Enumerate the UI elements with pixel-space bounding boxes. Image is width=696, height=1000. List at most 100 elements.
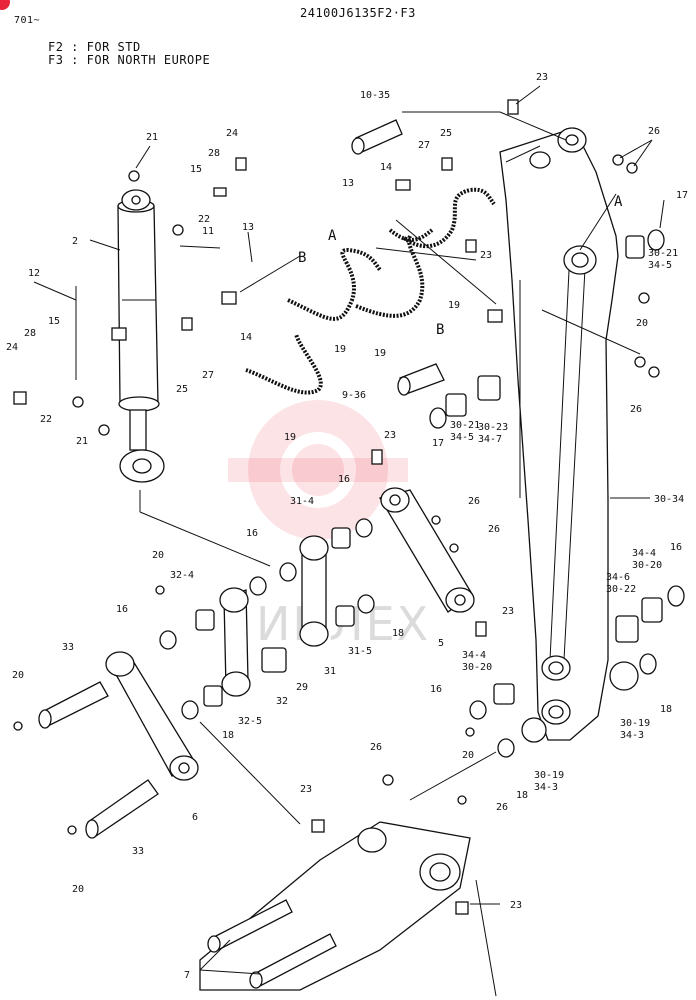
callout-18b: 18 <box>660 704 672 715</box>
callout-26c: 26 <box>468 496 480 507</box>
callout-34-3: 34-3 <box>620 730 644 741</box>
bucket-bracket-7 <box>199 821 471 991</box>
callout-20: 20 <box>636 318 648 329</box>
callout-30-21b: 30-21 <box>450 420 480 431</box>
callout-9-36: 9-36 <box>342 390 366 401</box>
callout-19b: 19 <box>334 344 346 355</box>
callout-30-19: 30-19 <box>620 718 650 729</box>
callout-23d: 23 <box>502 606 514 617</box>
callout-31: 31 <box>324 666 336 677</box>
serial-number: 701~ <box>14 15 41 26</box>
callout-34-4: 34-4 <box>632 548 656 559</box>
pin-9-36 <box>397 363 445 396</box>
callout-B2: B <box>436 322 444 338</box>
callout-31-4: 31-4 <box>290 496 314 507</box>
callout-18d: 18 <box>516 790 528 801</box>
callout-14b: 14 <box>240 332 252 343</box>
callout-34-6: 34-6 <box>606 572 630 583</box>
callout-23: 23 <box>536 72 548 83</box>
callout-16b: 16 <box>246 528 258 539</box>
callout-30-20b: 30-20 <box>462 662 492 673</box>
callout-19: 19 <box>448 300 460 311</box>
callout-26f: 26 <box>496 802 508 813</box>
cylinder-2 <box>111 189 165 483</box>
callout-30-22: 30-22 <box>606 584 636 595</box>
callout-2: 2 <box>72 236 78 247</box>
model-code: 24100J6135F2·F3 <box>300 6 416 20</box>
callout-12: 12 <box>28 268 40 279</box>
note-f3: F3 : FOR NORTH EUROPE <box>48 53 211 67</box>
link-31 <box>299 518 375 647</box>
callout-19d: 19 <box>284 432 296 443</box>
leader-lines <box>33 85 665 997</box>
callout-32-5: 32-5 <box>238 716 262 727</box>
callout-33b: 33 <box>132 846 144 857</box>
callout-29: 29 <box>296 682 308 693</box>
callout-32: 32 <box>276 696 288 707</box>
callout-21: 21 <box>146 132 158 143</box>
callout-18c: 18 <box>222 730 234 741</box>
watermark-logo <box>228 400 408 540</box>
bushings-right <box>429 229 685 758</box>
callout-A: A <box>328 228 337 244</box>
callout-30-19b: 30-19 <box>534 770 564 781</box>
callout-23e: 23 <box>300 784 312 795</box>
callout-27b: 27 <box>202 370 214 381</box>
pin-33-upper <box>38 681 109 729</box>
callout-20c: 20 <box>12 670 24 681</box>
callout-13b: 13 <box>242 222 254 233</box>
callout-7: 7 <box>184 970 190 981</box>
callout-24b: 24 <box>6 342 18 353</box>
callout-B: B <box>298 250 306 266</box>
callout-16: 16 <box>338 474 350 485</box>
pin-33-lower <box>85 779 159 839</box>
callout-34-4b: 34-4 <box>462 650 486 661</box>
hoses <box>245 187 496 395</box>
callout-15: 15 <box>190 164 202 175</box>
callout-25: 25 <box>440 128 452 139</box>
callout-26e: 26 <box>370 742 382 753</box>
callout-5: 5 <box>438 638 444 649</box>
callout-25b: 25 <box>176 384 188 395</box>
callout-23b: 23 <box>480 250 492 261</box>
callout-26b: 26 <box>630 404 642 415</box>
callout-A2: A <box>614 194 623 210</box>
callout-16d: 16 <box>116 604 128 615</box>
callout-10-35: 10-35 <box>360 90 390 101</box>
callout-6: 6 <box>192 812 198 823</box>
callout-34-5b: 34-5 <box>450 432 474 443</box>
callout-27: 27 <box>418 140 430 151</box>
link-32 <box>159 562 487 720</box>
callout-31-5: 31-5 <box>348 646 372 657</box>
hardware <box>13 99 660 915</box>
pin-10-35 <box>351 119 403 155</box>
callout-14: 14 <box>380 162 392 173</box>
callout-28b: 28 <box>24 328 36 339</box>
callout-20b: 20 <box>152 550 164 561</box>
callout-30-34: 30-34 <box>654 494 684 505</box>
callout-34-5: 34-5 <box>648 260 672 271</box>
callout-11: 11 <box>202 226 214 237</box>
callout-26: 26 <box>648 126 660 137</box>
callout-13: 13 <box>342 178 354 189</box>
callout-34-3b: 34-3 <box>534 782 558 793</box>
callout-34-7: 34-7 <box>478 434 502 445</box>
callout-17: 17 <box>676 190 688 201</box>
note-f2: F2 : FOR STD <box>48 40 141 54</box>
callout-labels: 23 26 10-35 17 21 24 28 15 25 27 14 13 2… <box>6 72 688 981</box>
callout-20e: 20 <box>72 884 84 895</box>
callout-23c: 23 <box>384 430 396 441</box>
callout-23f: 23 <box>510 900 522 911</box>
callout-19c: 19 <box>374 348 386 359</box>
arm-30-34 <box>499 127 619 741</box>
callout-30-23: 30-23 <box>478 422 508 433</box>
callout-28: 28 <box>208 148 220 159</box>
link-6 <box>105 651 199 781</box>
callout-16c: 16 <box>670 542 682 553</box>
callout-30-20: 30-20 <box>632 560 662 571</box>
callout-21b: 21 <box>76 436 88 447</box>
callout-15b: 15 <box>48 316 60 327</box>
callout-16e: 16 <box>430 684 442 695</box>
link-5 <box>379 487 475 613</box>
